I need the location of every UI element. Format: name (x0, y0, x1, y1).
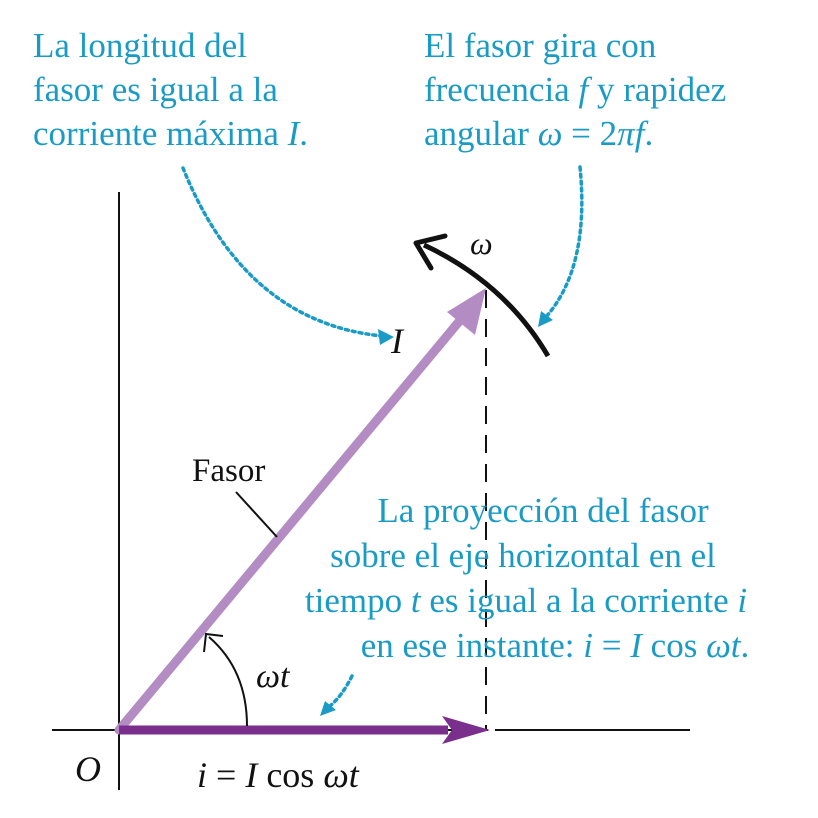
rotation-arc (422, 242, 551, 358)
callout-rotation-line1: El fasor gira con (424, 26, 656, 65)
callout-length-pointer (181, 166, 384, 338)
angle-label: ωt (256, 658, 291, 695)
callout-projection-line4: en ese instante: i = I cos ωt. (361, 626, 750, 665)
phasor-arrowhead (447, 288, 486, 335)
origin-label: O (75, 749, 101, 789)
callout-length-line3: corriente máxima I. (33, 114, 308, 153)
phasor-name-label: Fasor (192, 453, 265, 489)
callout-rotation: El fasor gira con frecuencia f y rapidez… (424, 26, 726, 153)
callout-length-line1: La longitud del (33, 26, 247, 65)
callout-length: La longitud del fasor es igual a la corr… (33, 26, 308, 153)
projection-label: i = I cos ωt (197, 755, 360, 795)
callout-projection-pointer (328, 674, 354, 708)
omega-label: ω (470, 225, 493, 261)
angle-arrowhead (203, 632, 224, 653)
callout-projection: La proyección del fasor sobre el eje hor… (305, 491, 749, 665)
callout-projection-pointer-head (320, 701, 336, 716)
projection-arrowhead (442, 716, 490, 744)
phasor-label-leader (235, 491, 278, 538)
angle-arc (208, 636, 248, 727)
callout-rotation-pointer-head (538, 311, 553, 327)
callout-length-pointer-head (378, 329, 394, 345)
callout-projection-line3: tiempo t es igual a la corriente i (305, 581, 747, 620)
phasor-magnitude-label: I (390, 321, 405, 361)
rotation-arrowhead (413, 233, 448, 271)
callout-rotation-line2: frecuencia f y rapidez (424, 70, 726, 109)
callout-projection-line2: sobre el eje horizontal en el (330, 536, 716, 575)
callout-rotation-pointer (543, 165, 584, 320)
phasor-shaft (114, 313, 467, 735)
callout-rotation-line3: angular ω = 2πf. (424, 114, 653, 153)
callout-length-line2: fasor es igual a la (33, 70, 278, 109)
callout-projection-line1: La proyección del fasor (377, 491, 709, 530)
